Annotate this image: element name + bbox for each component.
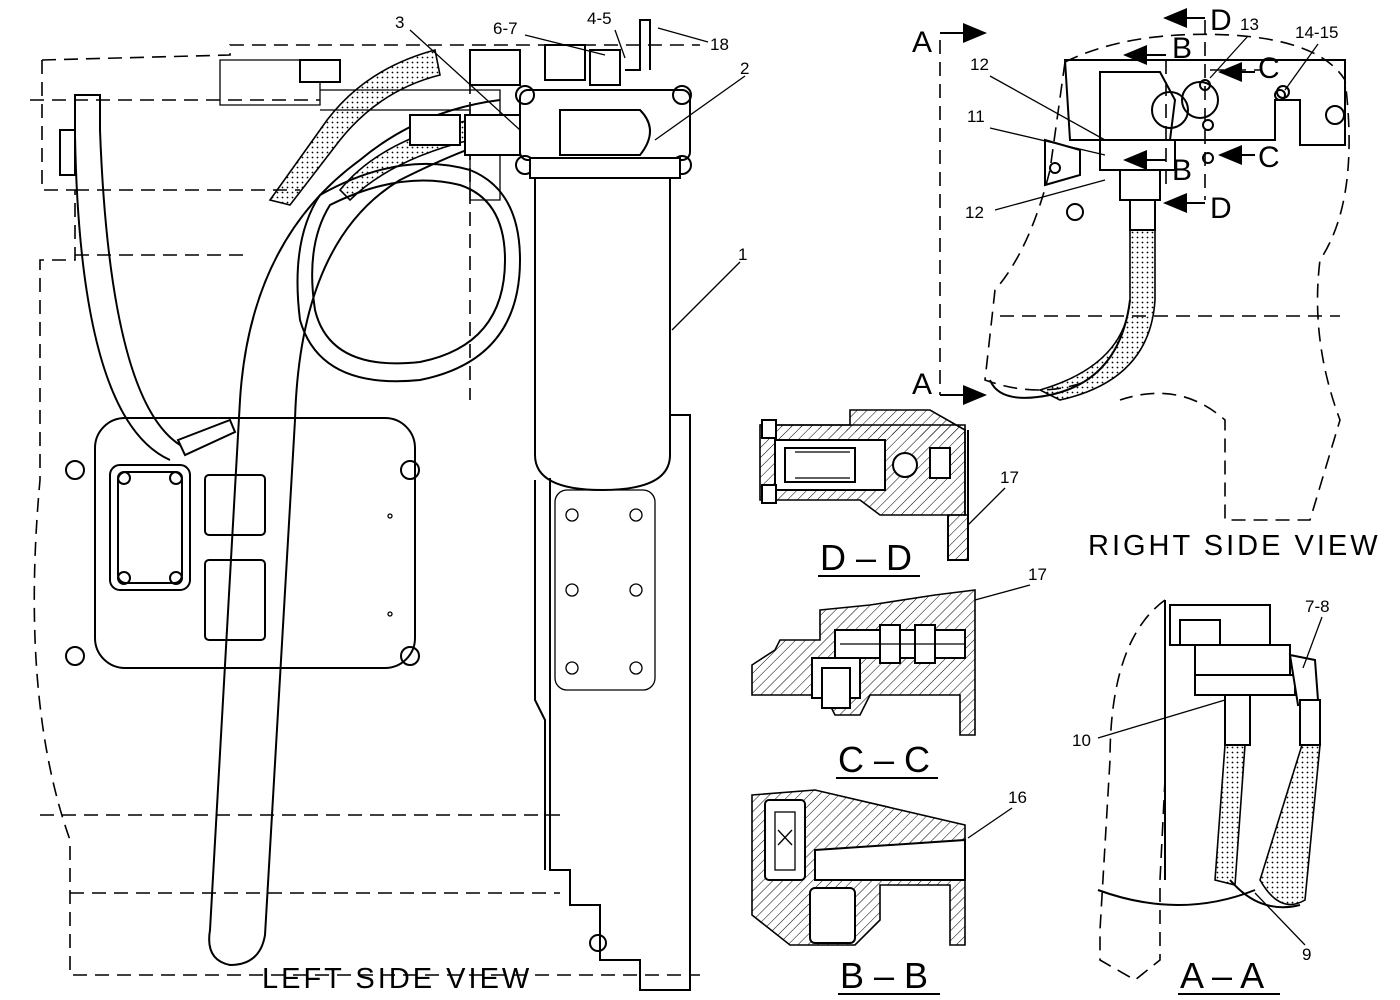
engine-outline <box>33 60 700 976</box>
section-c-c <box>751 589 976 736</box>
right-callouts: 13 14-15 12 11 12 <box>965 15 1338 222</box>
callout-17-dd: 17 <box>1000 468 1019 487</box>
left-callouts: 3 6-7 4-5 18 2 1 <box>395 9 749 331</box>
callout-17-cc: 17 <box>1028 565 1047 584</box>
callout-13: 13 <box>1240 15 1259 34</box>
callout-7-8: 7-8 <box>1305 597 1330 616</box>
callout-9: 9 <box>1302 945 1311 964</box>
callout-6-7: 6-7 <box>493 19 518 38</box>
section-cut-marks: A A B B D D C C <box>912 4 1280 405</box>
marker-c-bottom: C <box>1258 141 1280 174</box>
right-engine-outline <box>1064 33 1350 521</box>
marker-a-top: A <box>912 26 932 59</box>
section-b-b <box>751 789 966 946</box>
section-a-a <box>1097 598 1321 981</box>
marker-b-top: B <box>1172 32 1192 65</box>
right-view-title: RIGHT SIDE VIEW <box>1088 530 1381 562</box>
callout-3: 3 <box>395 13 404 32</box>
marker-b-bottom: B <box>1172 154 1192 187</box>
callout-11: 11 <box>967 107 985 126</box>
callout-12-upper: 12 <box>970 55 989 74</box>
marker-c-top: C <box>1258 52 1280 85</box>
left-view-title: LEFT SIDE VIEW <box>262 963 532 995</box>
callout-16: 16 <box>1008 788 1027 807</box>
section-bb-title: B – B <box>840 955 928 996</box>
callout-1: 1 <box>738 245 747 264</box>
callout-2: 2 <box>740 59 749 78</box>
section-aa-title: A – A <box>1180 955 1264 996</box>
callout-4-5: 4-5 <box>587 9 612 28</box>
callout-12-lower: 12 <box>965 203 984 222</box>
marker-a-bottom: A <box>912 368 932 401</box>
hose-dotted <box>268 49 441 206</box>
callout-18: 18 <box>710 35 729 54</box>
section-dd-title: D – D <box>820 537 912 578</box>
section-cc-title: C – C <box>838 739 930 780</box>
callout-10: 10 <box>1072 731 1091 750</box>
hose-coil <box>208 99 521 967</box>
filter-canister <box>534 177 671 492</box>
mounting-bracket <box>549 414 691 991</box>
marker-d-top: D <box>1210 4 1232 37</box>
left-side-view <box>30 19 700 991</box>
section-d-d <box>759 409 969 561</box>
cover-plate <box>94 417 416 669</box>
right-side-view <box>984 33 1350 521</box>
engine-top-edge <box>41 44 700 61</box>
valve-body <box>1099 71 1177 141</box>
callout-14-15: 14-15 <box>1295 23 1338 42</box>
marker-d-bottom: D <box>1210 192 1232 225</box>
